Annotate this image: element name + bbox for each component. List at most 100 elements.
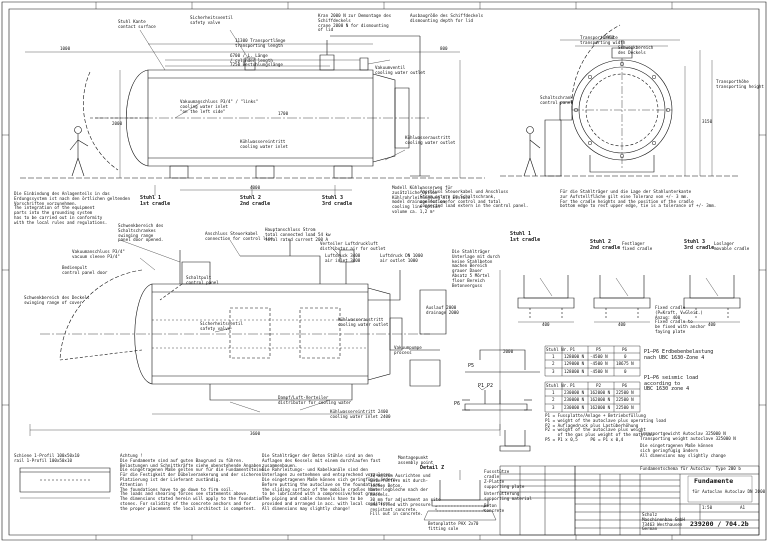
label-kuehlwasser-inlet-mid: Kühlwassereintritt 2400 cooling water in… — [330, 409, 391, 419]
load-r1c2: -4500 N — [590, 361, 608, 366]
load2-h3: P6 — [622, 383, 628, 388]
label-anschluss-steuer-mid: Anschluss Steuerkabel connection for con… — [205, 231, 274, 241]
note-verguss: Die Stahlträger Unterlage mit durch kein… — [452, 249, 500, 288]
load-title-1: P1–P6 Erdbebenbelastung nach UBC 1630-Zo… — [644, 349, 714, 361]
label-stuhl-kante: Stuhl Kante contact surface — [118, 19, 156, 29]
load2-r1c0: 2 — [552, 397, 555, 402]
load2-h1: P1 — [570, 383, 576, 388]
end-view-top — [500, 25, 740, 176]
label-beton: Beton concrete — [484, 503, 505, 513]
label-bestuhlungslaenge: 7250 Bestuhlungslänge — [230, 62, 283, 67]
load-r2c0: 3 — [552, 369, 555, 374]
side-view-top — [20, 30, 485, 190]
label-festlager: Festlager fixed cradle — [622, 241, 653, 251]
label-luftdruck2: Luftdruck DN 1000 air outlet 1000 — [380, 253, 423, 263]
note-achtung: Achtung ! Die Fundamente sind auf guten … — [120, 453, 267, 511]
label-transporthoehe: Transporthöhe transporting height — [716, 79, 764, 89]
load-r1c3: 18675 N — [616, 361, 634, 366]
label-kuehlwasser-mid: Kühlwasseraustritt cooling water outlet — [338, 317, 389, 327]
label-vakuum-anschluss: Vakuumanschluss P3/4" / "links" cooling … — [180, 99, 259, 114]
load-r0c1: 128000 N — [564, 354, 585, 359]
label-schaltschrank-top: Schaltschrank control panel — [540, 95, 573, 105]
label-verteiler-luft: Verteiler Luftdruckluft distributor air … — [320, 241, 386, 251]
label-schwenkbereich-top: Schwenkbereich des Deckels — [618, 45, 654, 55]
dim-3150: 3150 — [702, 119, 713, 124]
load-r2c3: 0 — [624, 369, 627, 374]
load-h3: P6 — [622, 347, 628, 352]
load2-r0c2: 162000 N — [590, 390, 611, 395]
label-sicherheitsventil: Sicherheitsventil safety valve — [190, 15, 233, 25]
tb-subtitle: für Autoclav Autoclav DN 2000 — [692, 489, 766, 494]
dim-2000-mid: 2000 — [503, 349, 514, 354]
load2-r1c2: 162000 N — [590, 397, 611, 402]
label-hauptanschluss: Hauptanschluss Strom total connected loa… — [265, 227, 331, 242]
load-r0c0: 1 — [552, 354, 555, 359]
note-einbindung: Die Einbindung des Anlagenteils in das E… — [14, 191, 130, 225]
load2-r2c3: 22500 N — [616, 405, 634, 410]
load-tables — [545, 346, 640, 412]
label-p1p2: P1 P2 — [478, 383, 494, 389]
force-diagram — [462, 350, 540, 451]
dim-800: 800 — [440, 46, 448, 51]
load2-r0c3: 22500 N — [616, 390, 634, 395]
label-dampf-verteiler: Dampf/Luft-Verteiler distributor for coo… — [278, 395, 352, 405]
label-schaltpult: Schaltpult control panel — [186, 275, 219, 285]
tb-drawing-no: 239200 / 704.2b — [690, 520, 749, 528]
note-schiene: Schiene 1-Profil 100x50x10 rail 1-Profil… — [14, 453, 80, 463]
label-transportbreite: Transportbreite transporting width — [580, 35, 626, 45]
title-block — [500, 466, 759, 535]
cradle-details — [518, 275, 740, 322]
load2-r2c0: 3 — [552, 405, 555, 410]
load-r0c3: 0 — [624, 354, 627, 359]
label-stuhl3: Stuhl 3 3rd cradle — [684, 239, 715, 251]
load2-r0c0: 1 — [552, 390, 555, 395]
label-loslager: Loslager movable cradle — [714, 241, 750, 251]
load2-r1c1: 230000 N — [564, 397, 585, 402]
dim-400-3: 400 — [708, 322, 716, 327]
label-kuehlwasser-outlet: Kühlwasseraustritt cooling water outlet — [405, 135, 456, 145]
load-r2c1: 128000 N — [564, 369, 585, 374]
force-legend: P1 = Fussplatte/Anlage + Betriebsfüllung… — [545, 413, 667, 442]
dim-4000: 4000 — [250, 185, 261, 190]
label-modell: Modell Kühlwasserweg für zusätzliche Opt… — [392, 185, 471, 214]
tb-scale: 1:50 — [702, 505, 713, 510]
label-schwenkbereich-sch: Schwenkbereich des Schaltschrankes swing… — [118, 223, 164, 243]
load-title-2: P1–P6 seismic load according to UBC 1630… — [644, 375, 699, 393]
label-z-platte: Z-Platte supporting plate — [484, 479, 525, 489]
tb-sheet: A1 — [740, 505, 746, 510]
label-stuhl2-top: Stuhl 2 2nd cradle — [240, 195, 271, 207]
welding-note: Die eingetragenen Maße können sich gerin… — [640, 443, 726, 458]
label-kuehlwasser-inlet: Kühlwassereintritt cooling water inlet — [240, 139, 288, 149]
load2-r1c3: 22500 N — [616, 397, 634, 402]
label-stuhl3-top: Stuhl 3 3rd cradle — [322, 195, 353, 207]
label-kran: Kran 2000 N zur Demontage des Schiffdeck… — [318, 13, 392, 33]
label-vakuumventil: Vakuumventil cooling water outlet — [375, 65, 426, 75]
transport-weight: Transportgewicht Autoclav 325000 N Trans… — [640, 431, 736, 441]
load-r2c2: -4500 N — [590, 369, 608, 374]
detail-z — [424, 470, 496, 520]
load-r0c2: -4500 N — [590, 354, 608, 359]
rail-section — [20, 468, 110, 498]
dim-1000: 1000 — [60, 46, 71, 51]
load-r1c1: 129000 N — [564, 361, 585, 366]
load2-r0c1: 230000 N — [564, 390, 585, 395]
load-r1c0: 2 — [552, 361, 555, 366]
label-fussstuetze: Fussstütze cradle — [484, 469, 510, 479]
label-p6: P6 — [454, 401, 461, 407]
note-hinweis-z: 30 mm zum Ausrichten und Unterfüttern mi… — [370, 473, 441, 517]
dim-3600: 3600 — [250, 431, 261, 436]
dim-400-2: 400 — [618, 322, 626, 327]
label-ausbaugroesse: Ausbaugröße des Schiffdeckels dismountin… — [410, 13, 484, 23]
tb-header: Fundamentschema für Autoclav Type 200 b — [640, 466, 741, 471]
label-stuhl1-top: Stuhl 1 1st cradle — [140, 195, 171, 207]
note-stahltraeger: Für die Stahlträger und die Lage der Sta… — [560, 189, 717, 209]
load2-r2c2: 162000 N — [590, 405, 611, 410]
note-fix: Fixed cradle (P=Kraft, V=Gleit.) Anzug: … — [655, 305, 706, 334]
label-vakuumpumpe: Vakuumpumpe process — [394, 345, 422, 355]
cradle-views-top — [155, 185, 335, 196]
load2-h2: P2 — [596, 383, 602, 388]
label-auslauf: Auslauf 2000 drainage 2000 — [426, 305, 459, 315]
label-unterfuetterung: Unterfütterung supporting material — [484, 491, 532, 501]
